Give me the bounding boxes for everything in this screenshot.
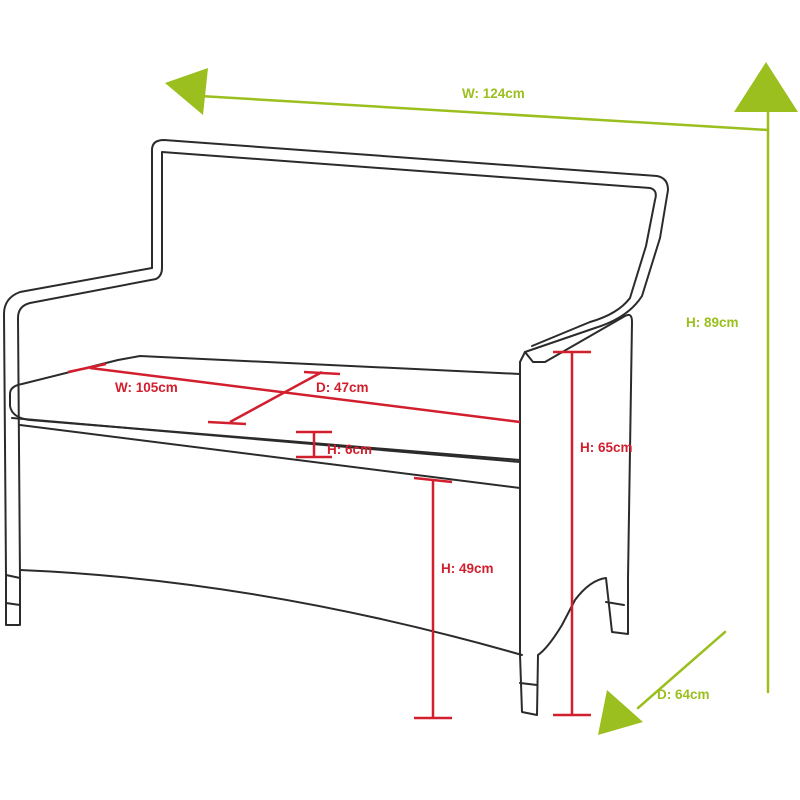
right-leg-band [519, 601, 625, 686]
bench-outline [3, 139, 669, 716]
left-leg-band [5, 574, 21, 606]
seat-depth-line [229, 370, 323, 424]
seat-cushion-bottom [11, 417, 521, 463]
seat-width-tick-left [67, 362, 107, 374]
seat-thickness-label: H: 6cm [327, 442, 372, 457]
arm-height-label: H: 65cm [580, 440, 633, 455]
overall-width-label: W: 124cm [462, 86, 525, 101]
overall-depth-label: D: 64cm [657, 687, 710, 702]
backrest-inner-edge [161, 151, 657, 347]
backrest [151, 139, 669, 353]
arrow-head-left-icon [165, 68, 208, 115]
seat-depth-label: D: 47cm [316, 380, 369, 395]
seat-height-label: H: 49cm [441, 561, 494, 576]
overall-dimensions [165, 62, 798, 735]
left-arm [3, 267, 163, 626]
seat-height-tick-top [413, 476, 453, 484]
dimension-labels: W: 124cm H: 89cm D: 64cm W: 105cm D: 47c… [115, 86, 739, 702]
seat-cushion [9, 355, 521, 461]
seat-width-label: W: 105cm [115, 380, 178, 395]
seat-width-line [89, 366, 521, 424]
seat-depth-tick-top [303, 370, 341, 376]
seat-depth-tick-bottom [207, 420, 247, 426]
overall-depth-line [636, 630, 727, 710]
right-arm [519, 313, 633, 716]
overall-width-line [198, 94, 770, 132]
component-dimensions [67, 350, 591, 720]
overall-height-label: H: 89cm [686, 315, 739, 330]
arrow-head-down-left-icon [598, 690, 643, 735]
front-skirt [19, 424, 523, 656]
arrow-head-up-icon [734, 62, 798, 112]
